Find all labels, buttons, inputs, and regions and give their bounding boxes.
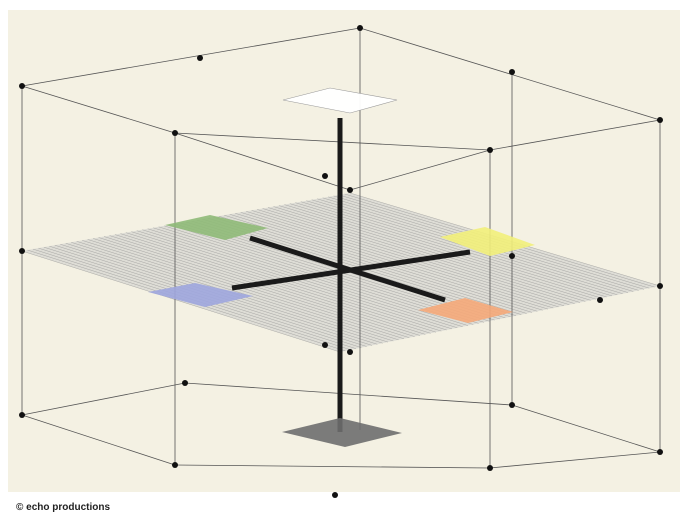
- vertex-dot: [172, 462, 178, 468]
- vertex-dot: [657, 449, 663, 455]
- vertex-dot: [509, 402, 515, 408]
- vertex-dot: [509, 253, 515, 259]
- vertex-dot: [347, 187, 353, 193]
- vertex-dot: [197, 55, 203, 61]
- vertex-dot: [322, 342, 328, 348]
- vertex-dot: [597, 297, 603, 303]
- vertex-dot: [487, 465, 493, 471]
- vertex-dot: [509, 69, 515, 75]
- vertex-dot: [172, 130, 178, 136]
- vertex-dot: [657, 283, 663, 289]
- vertex-dot: [357, 25, 363, 31]
- vertex-dot: [332, 492, 338, 498]
- vertex-dot: [487, 147, 493, 153]
- vertex-dot: [182, 380, 188, 386]
- copyright-credit: © echo productions: [16, 502, 110, 513]
- vertex-dot: [657, 117, 663, 123]
- vertex-dot: [322, 173, 328, 179]
- vertex-dot: [19, 83, 25, 89]
- vertex-dot: [19, 248, 25, 254]
- vertex-dot: [347, 349, 353, 355]
- vertex-dot: [19, 412, 25, 418]
